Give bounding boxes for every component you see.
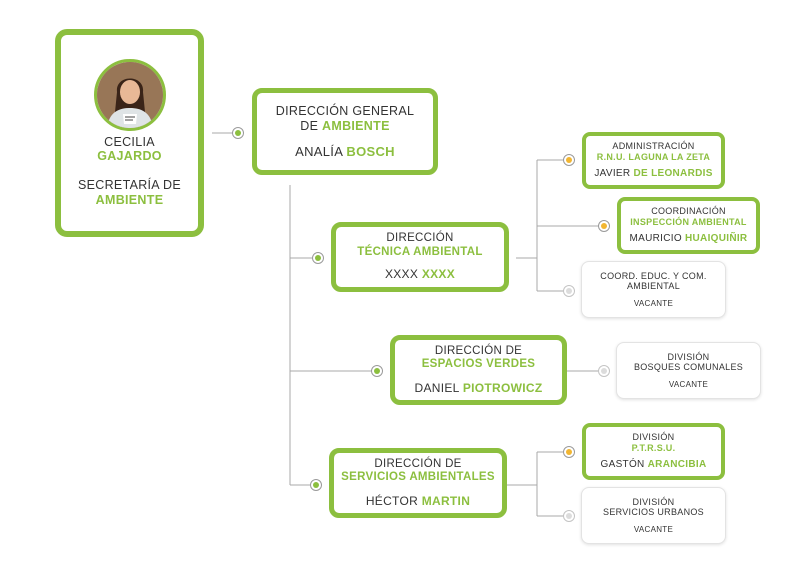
rnu-person-last: DE LEONARDIS: [633, 168, 713, 180]
espacios-title-bold: ESPACIOS VERDES: [421, 358, 536, 371]
direccion-servicios-card: DIRECCIÓN DE SERVICIOS AMBIENTALES HÉCTO…: [329, 448, 507, 518]
connector-dot: [598, 220, 610, 232]
tecnica-title-bold: TÉCNICA AMBIENTAL: [357, 245, 483, 258]
secretaria-card: CECILIA GAJARDO SECRETARÍA DE AMBIENTE: [55, 29, 204, 237]
direccion-tecnica-card: DIRECCIÓN TÉCNICA AMBIENTAL XXXX XXXX: [331, 222, 509, 292]
servicios-urbanos-card: DIVISIÓN SERVICIOS URBANOS VACANTE: [581, 487, 726, 544]
inspeccion-person-first: MAURICIO: [629, 233, 682, 245]
servicios-person-first: HÉCTOR: [365, 493, 419, 508]
ptrsu-card: DIVISIÓN P.T.R.S.U. GASTÓN ARANCIBIA: [582, 423, 725, 480]
bosques-status: VACANTE: [668, 379, 709, 389]
servicios-title-bold: SERVICIOS AMBIENTALES: [341, 471, 495, 484]
rnu-person-first: JAVIER: [594, 168, 631, 180]
secretaria-role: SECRETARÍA DE: [78, 178, 181, 192]
connector-dot: [563, 285, 575, 297]
person-photo-icon: [96, 61, 163, 128]
coord-educ-title: COORD. EDUC. Y COM.: [600, 270, 707, 281]
espacios-person-last: PIOTROWICZ: [462, 380, 543, 395]
direccion-espacios-verdes-card: DIRECCIÓN DE ESPACIOS VERDES DANIEL PIOT…: [390, 335, 567, 405]
connector-dot: [312, 252, 324, 264]
secretaria-last-name: GAJARDO: [97, 149, 162, 164]
ptrsu-person-first: GASTÓN: [600, 459, 645, 471]
coord-educ-card: COORD. EDUC. Y COM. AMBIENTAL VACANTE: [581, 261, 726, 318]
servicios-person-last: MARTIN: [421, 493, 471, 508]
tecnica-person-first: XXXX: [384, 267, 419, 282]
connector-dot: [310, 479, 322, 491]
bosques-card: DIVISIÓN BOSQUES COMUNALES VACANTE: [616, 342, 761, 399]
ptrsu-title-bold: P.T.R.S.U.: [631, 442, 676, 453]
connector-dot: [563, 510, 575, 522]
ptrsu-title: DIVISIÓN: [632, 431, 675, 442]
servicios-urbanos-title-2: SERVICIOS URBANOS: [603, 507, 704, 518]
secretaria-role-bold: AMBIENTE: [95, 192, 164, 207]
espacios-title: DIRECCIÓN DE: [434, 344, 523, 357]
connector-dot: [371, 365, 383, 377]
espacios-person-first: DANIEL: [414, 380, 460, 395]
connector-dot: [563, 446, 575, 458]
direccion-general-card: DIRECCIÓN GENERAL DE AMBIENTE ANALÍA BOS…: [252, 88, 438, 175]
connector-dot: [598, 365, 610, 377]
tecnica-person-last: XXXX: [421, 267, 456, 282]
tecnica-title: DIRECCIÓN: [386, 232, 454, 245]
inspeccion-title: COORDINACIÓN: [651, 205, 726, 216]
inspeccion-title-bold: INSPECCIÓN AMBIENTAL: [630, 216, 747, 227]
bosques-title: DIVISIÓN: [667, 351, 710, 362]
ptrsu-person-last: ARANCIBIA: [647, 459, 707, 471]
rnu-title: ADMINISTRACIÓN: [612, 140, 695, 151]
connector-dot: [232, 127, 244, 139]
inspeccion-person-last: HUAIQUIÑIR: [685, 233, 748, 245]
servicios-urbanos-status: VACANTE: [633, 524, 674, 534]
secretaria-first-name: CECILIA: [104, 134, 155, 149]
connector-dot: [563, 154, 575, 166]
direccion-general-title-bold: AMBIENTE: [322, 118, 390, 133]
coord-educ-status: VACANTE: [633, 298, 674, 308]
coord-educ-title-2: AMBIENTAL: [626, 281, 681, 292]
inspeccion-card: COORDINACIÓN INSPECCIÓN AMBIENTAL MAURIC…: [617, 197, 760, 254]
direccion-general-person-last: BOSCH: [346, 143, 395, 159]
servicios-title: DIRECCIÓN DE: [374, 457, 462, 470]
secretaria-avatar: [93, 58, 166, 131]
direccion-general-person-first: ANALÍA: [295, 143, 343, 159]
rnu-title-bold: R.N.U. LAGUNA LA ZETA: [596, 151, 711, 162]
servicios-urbanos-title: DIVISIÓN: [632, 496, 675, 507]
rnu-card: ADMINISTRACIÓN R.N.U. LAGUNA LA ZETA JAV…: [582, 132, 725, 189]
direccion-general-title-prefix: DE: [300, 118, 319, 133]
bosques-title-2: BOSQUES COMUNALES: [633, 362, 744, 373]
direccion-general-title: DIRECCIÓN GENERAL: [275, 104, 415, 119]
